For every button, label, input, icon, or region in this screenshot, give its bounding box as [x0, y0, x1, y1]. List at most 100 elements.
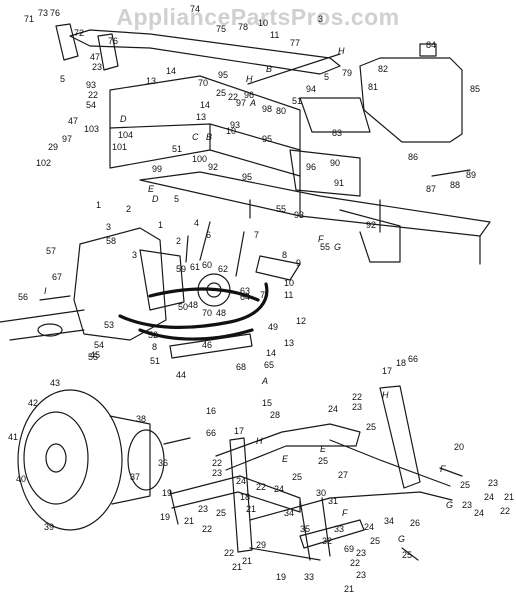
callout-G: G [398, 534, 405, 544]
callout-64: 64 [240, 292, 250, 302]
callout-D: D [152, 194, 159, 204]
callout-43: 43 [50, 378, 60, 388]
callout-26: 26 [410, 518, 420, 528]
callout-95: 95 [242, 172, 252, 182]
callout-35: 35 [300, 524, 310, 534]
callout-22: 22 [350, 558, 360, 568]
callout-93: 93 [230, 120, 240, 130]
callout-93: 93 [86, 80, 96, 90]
center-link [299, 519, 365, 549]
callout-41: 41 [8, 432, 18, 442]
callout-10: 10 [284, 278, 294, 288]
callout-103: 103 [84, 124, 99, 134]
callout-1: 1 [158, 220, 163, 230]
lift-link-mid [329, 439, 451, 487]
callout-62: 62 [218, 264, 228, 274]
callout-22: 22 [228, 92, 238, 102]
callout-48: 48 [216, 308, 226, 318]
callout-8: 8 [152, 342, 157, 352]
callout-63: 63 [240, 286, 250, 296]
callout-H: H [256, 436, 263, 446]
callout-25: 25 [216, 88, 226, 98]
callout-32: 32 [322, 536, 332, 546]
callout-H: H [338, 46, 345, 56]
callout-88: 88 [450, 180, 460, 190]
callout-81: 81 [368, 82, 378, 92]
frame-side [109, 123, 211, 169]
callout-69: 69 [344, 544, 354, 554]
control-rods [185, 221, 245, 277]
callout-93: 93 [294, 210, 304, 220]
callout-44: 44 [176, 370, 186, 380]
callout-50: 50 [178, 302, 188, 312]
callout-48: 48 [188, 300, 198, 310]
callout-22: 22 [500, 506, 510, 516]
callout-78: 78 [238, 22, 248, 32]
callout-95: 95 [218, 70, 228, 80]
callout-3: 3 [106, 222, 111, 232]
drag-link [249, 547, 321, 561]
callout-25: 25 [460, 480, 470, 490]
callout-7: 7 [260, 290, 265, 300]
callout-89: 89 [466, 170, 476, 180]
callout-96: 96 [244, 90, 254, 100]
callout-21: 21 [184, 516, 194, 526]
callout-21: 21 [504, 492, 514, 502]
lower-link-right [249, 491, 453, 521]
callout-25: 25 [402, 550, 412, 560]
callout-53: 53 [104, 320, 114, 330]
callout-D: D [120, 114, 127, 124]
callout-52: 52 [148, 330, 158, 340]
callout-8: 8 [282, 250, 287, 260]
callout-2: 2 [126, 204, 131, 214]
callout-23: 23 [488, 478, 498, 488]
callout-49: 49 [268, 322, 278, 332]
callout-45: 45 [90, 350, 100, 360]
callout-80: 80 [276, 106, 286, 116]
callout-19: 19 [160, 512, 170, 522]
callout-C: C [192, 132, 199, 142]
callout-55: 55 [276, 204, 286, 214]
callout-A: A [249, 98, 256, 108]
callout-65: 65 [264, 360, 274, 370]
callout-101: 101 [112, 142, 127, 152]
frame-uprights [249, 175, 481, 265]
callout-57: 57 [46, 246, 56, 256]
callout-4: 4 [194, 218, 199, 228]
callout-51: 51 [150, 356, 160, 366]
callout-21: 21 [242, 556, 252, 566]
callout-54: 54 [94, 340, 104, 350]
callout-90: 90 [330, 158, 340, 168]
callout-77: 77 [290, 38, 300, 48]
transmission-housing [73, 227, 167, 341]
hub-flange [127, 429, 165, 491]
link-ends [169, 467, 463, 561]
callout-F: F [440, 464, 446, 474]
callout-61: 61 [190, 262, 200, 272]
control-plate [289, 149, 361, 197]
callout-F: F [342, 508, 348, 518]
lift-link-upper [215, 423, 361, 471]
callout-51: 51 [172, 144, 182, 154]
callout-47: 47 [68, 116, 78, 126]
lift-arm-left [229, 437, 253, 553]
callout-76: 76 [50, 8, 60, 18]
callout-66: 66 [408, 354, 418, 364]
callout-24: 24 [274, 484, 284, 494]
callout-92: 92 [208, 162, 218, 172]
callout-28: 28 [270, 410, 280, 420]
frame-lower-rail [139, 171, 491, 237]
callout-99: 99 [152, 164, 162, 174]
callout-11: 11 [270, 30, 279, 40]
callout-B: B [266, 64, 272, 74]
hydro-pump [139, 249, 185, 311]
callout-91: 91 [334, 178, 344, 188]
callout-G: G [446, 500, 453, 510]
axle-pin [39, 295, 71, 301]
callout-21: 21 [344, 584, 354, 594]
callout-5: 5 [324, 72, 329, 82]
callout-97: 97 [62, 134, 72, 144]
callout-29: 29 [48, 142, 58, 152]
